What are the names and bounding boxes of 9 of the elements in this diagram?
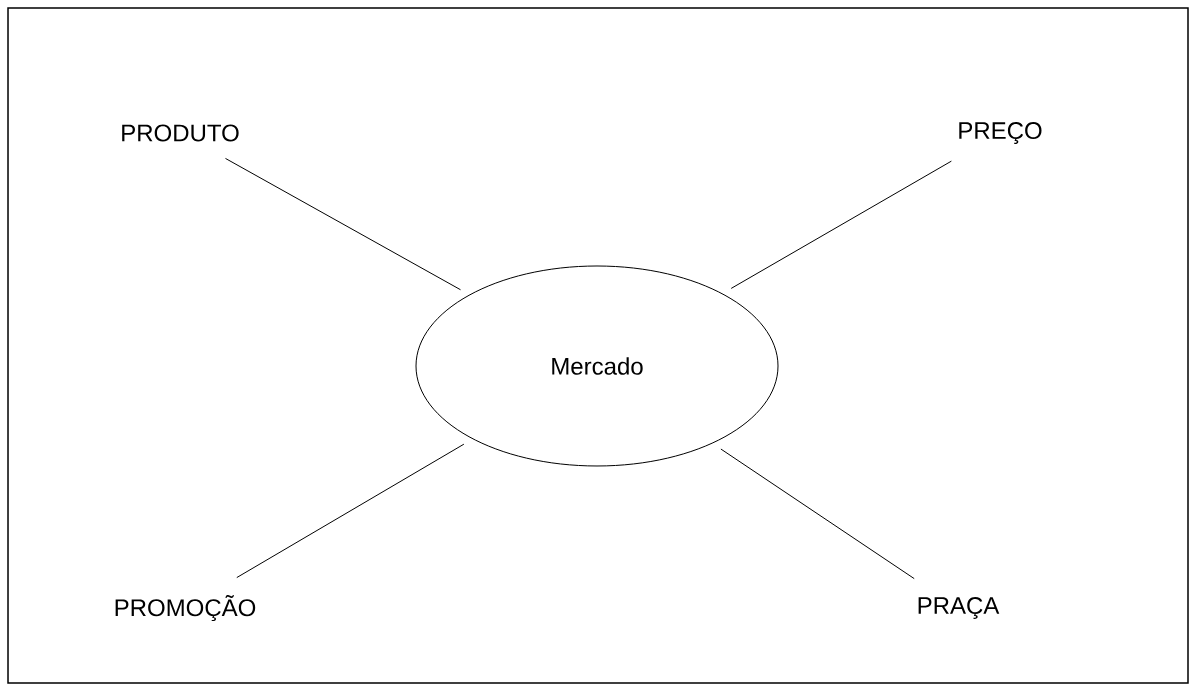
node-label: PRODUTO [122,124,239,142]
connector-line [720,448,915,580]
node-label: PREÇO [959,122,1042,144]
connector-line [236,443,465,579]
node-label: PRAÇA [918,597,1000,619]
ellipse-node: Mercado [415,265,779,467]
connector-line [225,157,461,291]
node-label: PROMOÇÃO [115,594,256,622]
connector-line [730,160,952,289]
